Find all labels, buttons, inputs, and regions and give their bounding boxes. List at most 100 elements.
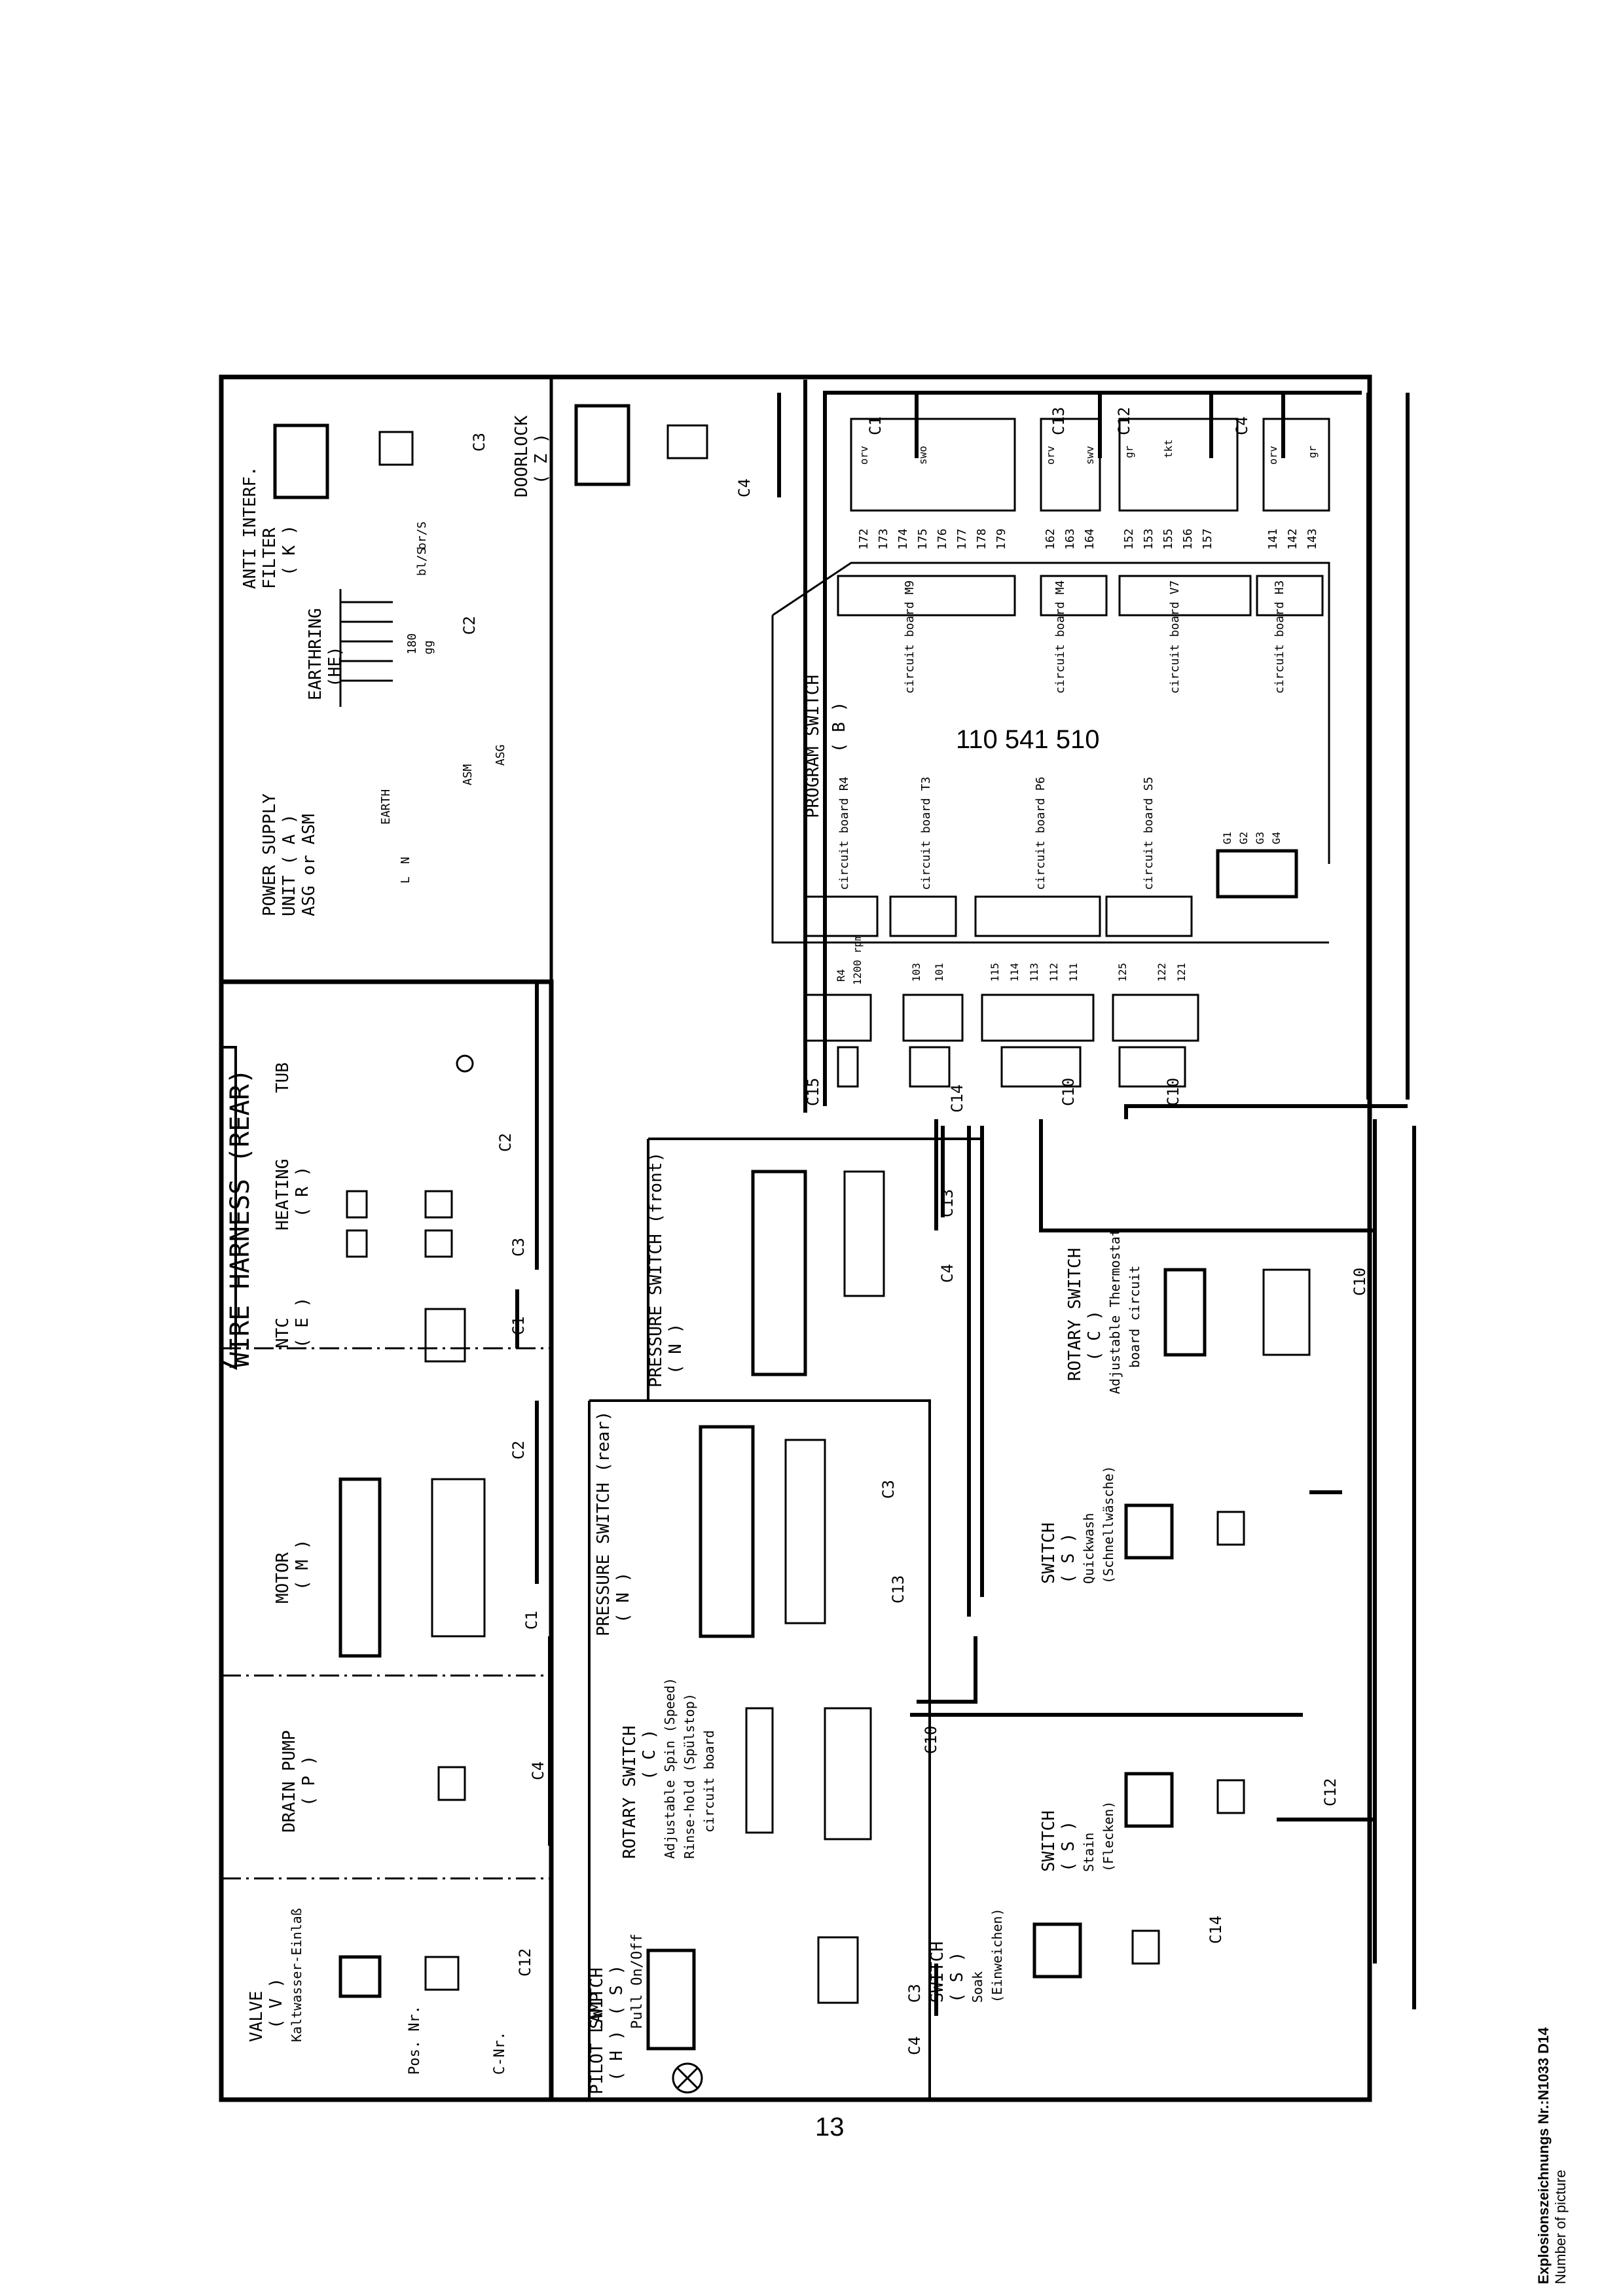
c12-wire-3: tkt xyxy=(1162,439,1175,458)
wire-runs xyxy=(515,380,1416,2016)
c1-wire-1: orv xyxy=(858,446,870,465)
rotary-spin-label-4: Rinse-hold (Spülstop) xyxy=(682,1693,697,1859)
c2-label-1: C2 xyxy=(460,616,479,635)
switch-quick-label-4: (Schnellwäsche) xyxy=(1101,1465,1116,1584)
c12-top-label: C12 xyxy=(1115,407,1133,435)
rpm-pin: 1200 rpm xyxy=(851,935,864,985)
valve-label-3: Kaltwasser-Einlaß xyxy=(289,1908,304,2042)
pin-111: 111 xyxy=(1067,963,1080,982)
wire-codes: br/S bl/S gg 180 L N EARTH ASM ASG C2 C3… xyxy=(379,433,1369,2055)
pin-112: 112 xyxy=(1048,963,1060,982)
c10-label-thermo: C10 xyxy=(1351,1268,1369,1296)
c1-wire-4: swo xyxy=(917,446,929,465)
ntc-label-1: NTC xyxy=(273,1318,293,1348)
motor-label-2: ( M ) xyxy=(293,1539,312,1590)
c12-pin-157: 157 xyxy=(1201,528,1214,550)
c4-label-pull: C4 xyxy=(905,2036,924,2055)
switch-quick-label-2: ( S ) xyxy=(1059,1533,1078,1584)
wire-bls-1: bl/S xyxy=(415,548,429,576)
switch-stain-label-3: Stain xyxy=(1081,1833,1097,1872)
program-switch-body: 110 541 510 circuit board M9 circuit boa… xyxy=(804,575,1324,937)
board-s5: circuit board S5 xyxy=(1142,777,1156,890)
pin-113: 113 xyxy=(1028,963,1040,982)
pin-n: N xyxy=(399,857,412,864)
c13-label-front: C13 xyxy=(938,1189,957,1217)
c3-label-heat: C3 xyxy=(509,1238,528,1257)
rotary-spin-label-2: ( C ) xyxy=(640,1729,659,1780)
c13-pin-163: 163 xyxy=(1063,528,1077,550)
c2-label-heat: C2 xyxy=(496,1133,515,1152)
pin-122: 122 xyxy=(1156,963,1168,982)
board-t3: circuit board T3 xyxy=(919,777,933,890)
c1-top-label: C1 xyxy=(866,416,884,435)
r4-pin: R4 xyxy=(835,969,847,982)
wire-gg-1: gg xyxy=(422,640,435,655)
heating-label-1: HEATING xyxy=(273,1158,293,1230)
c1-label-motor: C1 xyxy=(522,1611,541,1630)
switch-quick-label-3: Quickwash xyxy=(1081,1513,1097,1584)
c4-pin-141: 141 xyxy=(1266,528,1280,550)
c1-pin-178: 178 xyxy=(975,528,989,550)
valve-label-2: ( V ) xyxy=(266,1978,286,2029)
g3-label: G3 xyxy=(1254,832,1266,844)
program-lower-connectors: C15 C14 C10 C10 R4 1200 rpm 103 101 115 … xyxy=(804,935,1199,1113)
c12-wire-1: gr xyxy=(1123,445,1135,458)
pin-103: 103 xyxy=(910,963,922,982)
c2-label-motor: C2 xyxy=(509,1441,528,1460)
c1-pin-172: 172 xyxy=(857,528,871,550)
switch-stain-label-1: SWITCH xyxy=(1039,1810,1059,1872)
c13-wire-3: swv xyxy=(1084,446,1096,465)
wire-brs-1: br/S xyxy=(415,522,429,550)
c1-pin-179: 179 xyxy=(994,528,1008,550)
c4-pin-143: 143 xyxy=(1305,528,1319,550)
frame xyxy=(219,374,1372,2102)
c10-a-label: C10 xyxy=(1059,1078,1078,1106)
switch-stain-label-4: (Flecken) xyxy=(1101,1801,1116,1872)
pilot-lamp-label-2: ( H ) xyxy=(607,2030,627,2081)
part-number: 110 541 510 xyxy=(956,725,1099,754)
c4-pin-142: 142 xyxy=(1286,528,1300,550)
top-connectors: C1 C13 C12 C4 172 173 174 175 176 177 17… xyxy=(850,407,1330,550)
pressure-front-label-1: PRESSURE SWITCH (front) xyxy=(646,1152,666,1388)
c13-pin-162: 162 xyxy=(1044,528,1057,550)
c10-label-spin: C10 xyxy=(922,1726,940,1754)
program-switch-label-2: ( B ) xyxy=(830,702,849,753)
rotary-spin-label-1: ROTARY SWITCH xyxy=(620,1726,640,1859)
page-number: 13 xyxy=(815,2113,845,2142)
earthring-label-1: EARTHRING xyxy=(306,608,325,700)
c3-label-1: C3 xyxy=(470,433,488,452)
rotary-thermo-label-1: ROTARY SWITCH xyxy=(1065,1248,1085,1382)
c1-pin-173: 173 xyxy=(877,528,890,550)
c10-b-label: C10 xyxy=(1164,1078,1182,1106)
switch-soak-label-1: SWITCH xyxy=(928,1941,947,2003)
c4-label-pump: C4 xyxy=(529,1761,547,1780)
doorlock-label-2: ( Z ) xyxy=(532,433,551,484)
g1-label: G1 xyxy=(1221,832,1233,844)
ntc-label-2: ( E ) xyxy=(293,1297,312,1348)
anti-interf-label-1: ANTI INTERF. xyxy=(240,466,260,589)
c1-label-ntc: C1 xyxy=(509,1316,528,1335)
c13-wire-1: orv xyxy=(1044,446,1057,465)
pin-asg: ASG xyxy=(494,744,507,766)
c14-label: C14 xyxy=(948,1085,966,1113)
c12-pin-156: 156 xyxy=(1181,528,1195,550)
drain-pump-label-2: ( P ) xyxy=(299,1755,319,1806)
pin-asm: ASM xyxy=(461,764,475,785)
board-h3: circuit board H3 xyxy=(1273,581,1286,694)
earth-code-1: 180 xyxy=(405,633,419,655)
c1-pin-177: 177 xyxy=(955,528,969,550)
pin-125: 125 xyxy=(1116,963,1129,982)
g4-label: G4 xyxy=(1270,832,1283,844)
c12-pin-152: 152 xyxy=(1122,528,1136,550)
switch-quick-label-1: SWITCH xyxy=(1039,1522,1059,1584)
pin-earth: EARTH xyxy=(379,789,393,825)
c12-pin-155: 155 xyxy=(1161,528,1175,550)
c1-pin-175: 175 xyxy=(916,528,930,550)
harness-title-box: WIRE HARNESS (REAR) xyxy=(220,1046,255,1371)
rotary-thermo-label-4: board circuit xyxy=(1127,1265,1142,1368)
c4-top-label: C4 xyxy=(1233,416,1251,435)
c3-label-pull: C3 xyxy=(905,1984,924,2003)
pin-121: 121 xyxy=(1175,963,1188,982)
valve-label-1: VALVE xyxy=(247,1991,266,2042)
